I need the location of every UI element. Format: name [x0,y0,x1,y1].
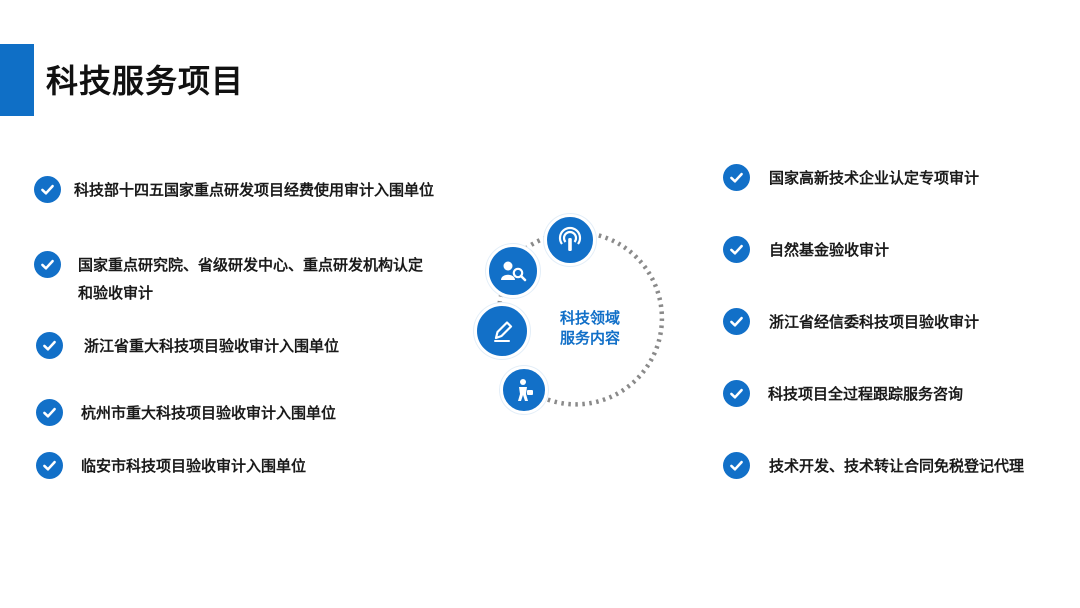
item-text: 技术开发、技术转让合同免税登记代理 [769,457,1025,475]
list-item: 浙江省经信委科技项目验收审计 [723,308,979,336]
check-icon [36,332,63,359]
list-item: 杭州市重大科技项目验收审计入围单位 [36,399,336,427]
item-text: 科技部十四五国家重点研发项目经费使用审计入围单位 [74,181,435,199]
check-icon [723,236,750,263]
item-text: 浙江省经信委科技项目验收审计 [769,313,980,331]
list-item: 自然基金验收审计 [723,236,889,264]
item-text: 自然基金验收审计 [769,241,890,259]
list-item: 科技项目全过程跟踪服务咨询 [723,380,963,408]
check-icon [34,176,61,203]
businessman-icon [500,366,548,414]
list-item: 技术开发、技术转让合同免税登记代理 [723,452,1024,480]
item-text: 国家重点研究院、省级研发中心、重点研发机构认定和验收审计 [78,256,424,302]
list-item: 临安市科技项目验收审计入围单位 [36,452,306,480]
center-label-line1: 科技领域 [559,309,620,327]
page-title: 科技服务项目 [46,62,245,100]
title-accent-bar [0,44,34,116]
list-item: 浙江省重大科技项目验收审计入围单位 [36,332,339,360]
item-text: 临安市科技项目验收审计入围单位 [81,457,307,475]
list-item: 国家高新技术企业认定专项审计 [723,164,979,192]
center-label-line2: 服务内容 [559,329,620,347]
check-icon [723,452,750,479]
signal-icon [544,214,596,266]
check-icon [34,251,61,278]
pencil-icon [474,303,530,359]
item-text: 国家高新技术企业认定专项审计 [769,169,980,187]
list-item: 科技部十四五国家重点研发项目经费使用审计入围单位 [34,176,434,204]
list-item: 国家重点研究院、省级研发中心、重点研发机构认定和验收审计 [34,251,423,307]
center-label: 科技领域 服务内容 [545,308,635,348]
check-icon [723,164,750,191]
check-icon [723,308,750,335]
check-icon [36,399,63,426]
person-search-icon [486,244,540,298]
check-icon [36,452,63,479]
item-text: 杭州市重大科技项目验收审计入围单位 [81,404,337,422]
item-text: 浙江省重大科技项目验收审计入围单位 [84,337,340,355]
item-text: 科技项目全过程跟踪服务咨询 [768,385,964,403]
check-icon [723,380,750,407]
